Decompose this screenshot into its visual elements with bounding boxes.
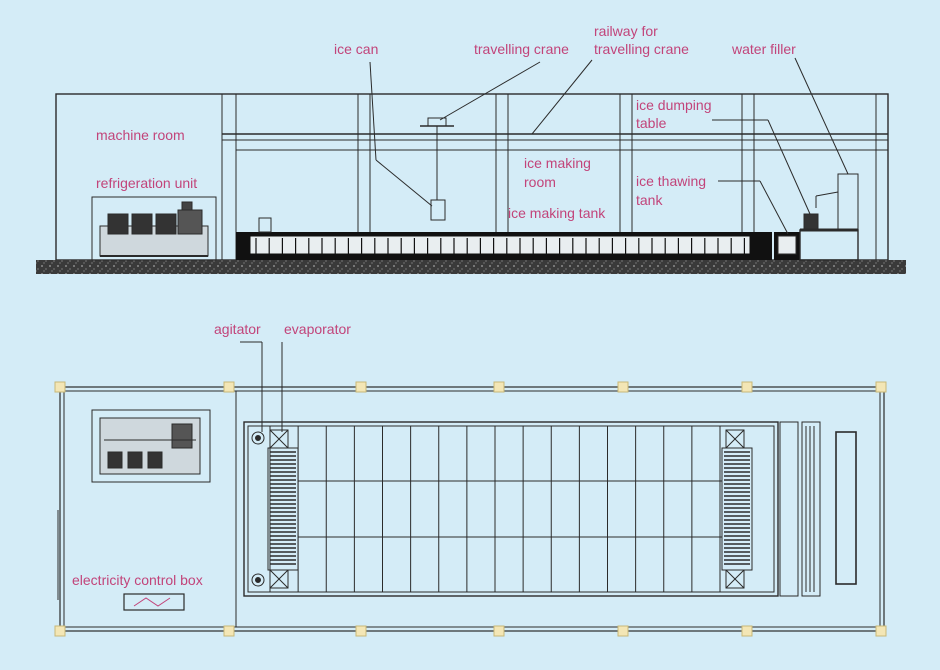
refrigeration-unit-enclosure [91,196,217,261]
label-agitator: agitator [214,321,261,337]
refrigeration-unit-plan [91,409,211,483]
evaporator-right-fins [724,451,750,565]
label-travelling-crane: travelling crane [474,41,569,57]
ice-thawing-tank [774,232,800,260]
thawing-tank-plan [779,421,821,597]
label-refrigeration-unit: refrigeration unit [96,175,198,191]
label-railway-line2: travelling crane [594,41,689,57]
label-ice-making-room-line1: ice making [524,155,591,171]
water-filler [815,173,859,231]
label-ice-dumping-line2: table [636,115,667,131]
label-ice-making-room-line2: room [524,174,556,190]
plan-column-markers [54,381,887,637]
agitators [251,431,265,587]
label-electricity-control-box: electricity control box [72,572,203,588]
plan-view [54,341,887,637]
electricity-control-box [123,593,185,611]
ice-making-tank-plan [243,421,779,597]
label-ice-making-tank: ice making tank [508,205,606,221]
ice-can-grid [297,426,722,592]
label-ice-dumping-line1: ice dumping [636,97,712,113]
elevation-leader-lines [369,57,849,235]
label-railway-line1: railway for [594,23,658,39]
elevation-view [36,57,906,274]
label-ice-thawing-line1: ice thawing [636,173,707,189]
refrigeration-unit [99,201,209,257]
label-evaporator: evaporator [284,321,351,337]
evaporator-left [267,429,299,589]
ice-making-tank-slots [255,238,746,254]
dumping-table-plan [835,431,857,585]
evaporator-right [721,429,753,589]
label-ice-thawing-line2: tank [636,192,663,208]
ice-dumping-table [799,213,859,261]
plan-outer-wall [59,386,885,632]
travelling-crane [420,117,454,221]
label-ice-can: ice can [334,41,379,57]
ice-can-hanging [430,199,446,221]
label-machine-room: machine room [96,127,185,143]
label-water-filler: water filler [732,41,796,57]
plan-leader-lines [240,341,283,432]
ground-gravel [36,260,906,274]
evaporator-left-fins [270,451,296,565]
